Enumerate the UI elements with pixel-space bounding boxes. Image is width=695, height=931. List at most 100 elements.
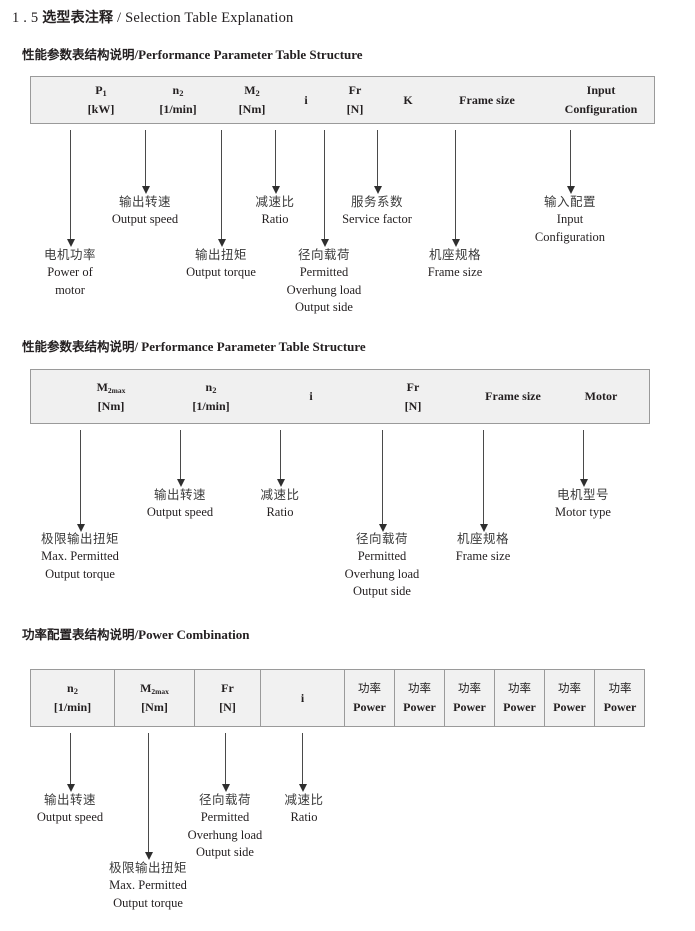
- table2-col-n2-symbol: n: [205, 379, 213, 394]
- table2-col-n2-subscript: 2: [212, 384, 217, 395]
- section-heading-1-english: Performance Parameter Table Structure: [138, 47, 363, 62]
- page-title-chinese: 选型表注释: [42, 10, 114, 26]
- table3-col-fr-symbol: Fr: [221, 681, 234, 696]
- annotation-input-configuration: 输入配置 Input Configuration: [534, 194, 606, 244]
- section-heading-3-separator: /: [134, 627, 139, 642]
- table3-col-n2-unit: [1/min]: [53, 700, 92, 714]
- arrow-to-max-permitted-output-torque: [76, 430, 85, 532]
- annotation-permitted-overhung-load-2: 径向载荷 Permitted Overhung load Output side: [344, 531, 420, 599]
- table3-column-power-2: 功率 Power: [395, 670, 445, 726]
- table3-col-m2max-subscript: 2max: [151, 687, 169, 697]
- arrow-to-permitted-overhung-load-3: [221, 733, 230, 792]
- arrow-to-service-factor: [373, 130, 382, 194]
- arrow-to-ratio-2: [276, 430, 285, 487]
- arrow-to-input-configuration: [566, 130, 575, 194]
- table3-col-power-3-chinese: 功率: [458, 680, 481, 695]
- table3-column-n2: n2 [1/min]: [31, 670, 115, 726]
- table1-col-m2-unit: [Nm]: [238, 102, 266, 116]
- table2-col-m2max-symbol: M: [96, 379, 108, 394]
- table3-col-power-5-chinese: 功率: [558, 680, 581, 695]
- table1-col-i-symbol: i: [304, 92, 308, 107]
- table1-col-p1-unit: [kW]: [87, 102, 115, 116]
- table2-col-motor-label: Motor: [584, 389, 618, 404]
- annotation-output-speed: 输出转速 Output speed: [111, 194, 179, 226]
- table2-column-n2: n2 [1/min]: [169, 370, 253, 423]
- table3-col-power-6-english: Power: [603, 699, 637, 714]
- table3-col-power-1-chinese: 功率: [358, 680, 381, 695]
- section-heading-2-chinese: 性能参数表结构说明: [22, 339, 135, 354]
- arrow-to-power-of-motor: [66, 130, 75, 247]
- performance-parameter-table-2: M2max [Nm] n2 [1/min] i Fr [N] Frame siz…: [30, 369, 650, 424]
- table3-col-power-4-english: Power: [503, 699, 536, 714]
- arrow-to-ratio-3: [298, 733, 307, 792]
- table3-column-power-4: 功率 Power: [495, 670, 545, 726]
- annotation-permitted-overhung-load-3: 径向载荷 Permitted Overhung load Output side: [187, 792, 263, 860]
- table3-column-power-5: 功率 Power: [545, 670, 595, 726]
- arrow-to-motor-type: [579, 430, 588, 487]
- section-heading-2: 性能参数表结构说明/ Performance Parameter Table S…: [22, 336, 366, 355]
- power-combination-table: n2 [1/min] M2max [Nm] Fr [N] i 功率 Power …: [30, 669, 645, 727]
- table2-col-fr-unit: [N]: [404, 398, 422, 413]
- table1-column-m2: M2 [Nm]: [211, 77, 293, 123]
- table3-column-power-1: 功率 Power: [345, 670, 395, 726]
- table3-col-power-6-chinese: 功率: [608, 680, 632, 695]
- table1-col-n2-subscript: 2: [179, 88, 184, 99]
- table1-column-i: i: [286, 77, 326, 123]
- annotation-max-permitted-output-torque: 极限输出扭矩 Max. Permitted Output torque: [40, 531, 119, 581]
- table3-col-power-5-english: Power: [553, 699, 586, 714]
- table1-column-input-configuration: Input Configuration: [523, 77, 679, 123]
- annotation-output-torque: 输出扭矩 Output torque: [186, 247, 256, 279]
- table1-column-n2: n2 [1/min]: [136, 77, 220, 123]
- page-title-separator: /: [117, 10, 122, 26]
- annotation-output-speed-2: 输出转速 Output speed: [146, 487, 214, 519]
- table2-col-frame-size-label: Frame size: [485, 389, 541, 404]
- section-heading-1-chinese: 性能参数表结构说明: [22, 47, 135, 62]
- table3-column-i: i: [261, 670, 345, 726]
- table1-col-frame-size-label: Frame size: [459, 92, 515, 107]
- table2-col-m2max-subscript: 2max: [107, 385, 126, 395]
- table3-column-fr: Fr [N]: [195, 670, 261, 726]
- table2-column-m2max: M2max [Nm]: [69, 370, 153, 423]
- table3-col-power-1-english: Power: [353, 699, 386, 714]
- annotation-ratio-3: 减速比 Ratio: [284, 792, 324, 824]
- annotation-permitted-overhung-load: 径向载荷 Permitted Overhung load Output side: [286, 247, 362, 315]
- table3-col-fr-unit: [N]: [219, 700, 236, 714]
- arrow-to-output-torque: [217, 130, 226, 247]
- section-heading-3: 功率配置表结构说明/Power Combination: [22, 624, 250, 643]
- table1-col-p1-symbol: P: [95, 83, 103, 98]
- arrow-to-output-speed: [141, 130, 150, 194]
- table1-col-input-config-line1: Input: [586, 83, 616, 98]
- annotation-power-of-motor: 电机功率 Power of motor: [43, 247, 96, 297]
- page-title-number: 1 . 5: [12, 10, 39, 26]
- table1-col-k-symbol: K: [403, 92, 413, 107]
- arrow-to-ratio: [271, 130, 280, 194]
- arrow-to-permitted-overhung-load-2: [378, 430, 387, 532]
- section-heading-3-english: Power Combination: [138, 627, 250, 642]
- annotation-output-speed-3: 输出转速 Output speed: [36, 792, 104, 824]
- table3-col-power-4-chinese: 功率: [508, 680, 531, 695]
- table2-col-fr-symbol: Fr: [406, 379, 420, 394]
- arrow-to-max-permitted-output-torque-3: [144, 733, 153, 860]
- table2-column-frame-size: Frame size: [455, 370, 571, 423]
- arrow-to-frame-size-2: [479, 430, 488, 532]
- table3-col-m2max-unit: [Nm]: [141, 700, 168, 714]
- table1-col-fr-unit: [N]: [346, 102, 364, 116]
- annotation-max-permitted-output-torque-3: 极限输出扭矩 Max. Permitted Output torque: [108, 860, 187, 910]
- table3-col-power-3-english: Power: [453, 699, 486, 714]
- table1-col-p1-subscript: 1: [102, 88, 107, 99]
- table2-column-i: i: [291, 370, 331, 423]
- arrow-to-output-speed-2: [176, 430, 185, 487]
- table3-col-n2-symbol: n: [67, 681, 74, 696]
- table3-col-i-symbol: i: [300, 690, 305, 705]
- table3-col-power-2-english: Power: [403, 699, 436, 714]
- arrow-to-output-speed-3: [66, 733, 75, 792]
- section-heading-1-separator: /: [134, 47, 139, 62]
- table3-column-power-6: 功率 Power: [595, 670, 645, 726]
- table1-col-fr-symbol: Fr: [348, 83, 362, 98]
- performance-parameter-table-1: P1 [kW] n2 [1/min] M2 [Nm] i Fr [N] K Fr…: [30, 76, 655, 124]
- table3-col-power-2-chinese: 功率: [408, 680, 431, 695]
- annotation-service-factor: 服务系数 Service factor: [342, 194, 412, 226]
- table1-column-p1: P1 [kW]: [59, 77, 143, 123]
- table3-column-m2max: M2max [Nm]: [115, 670, 195, 726]
- page-title: 1 . 5 选型表注释 / Selection Table Explanatio…: [12, 7, 294, 27]
